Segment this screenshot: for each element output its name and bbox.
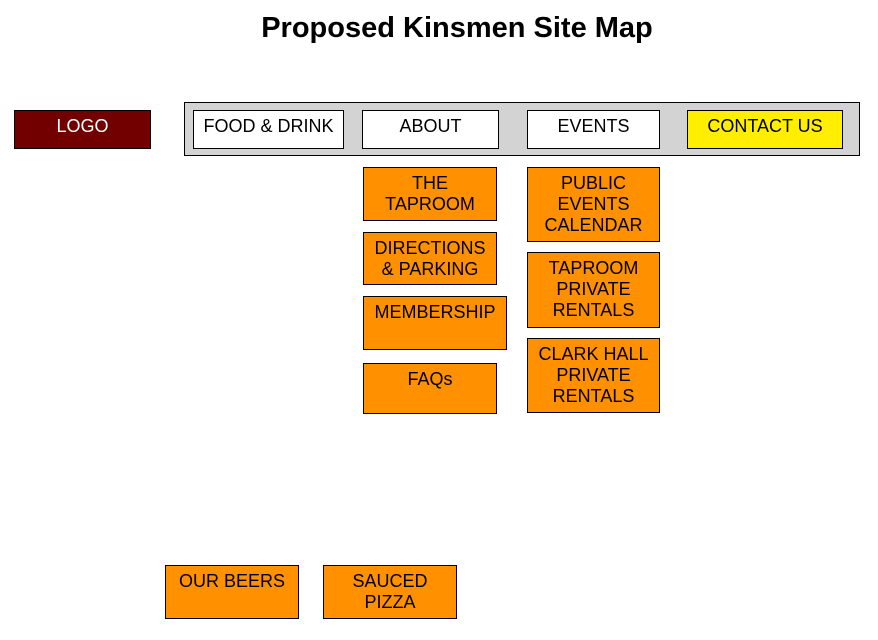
page-sauced-pizza: SAUCED PIZZA: [323, 565, 457, 619]
page-the-taproom: THE TAPROOM: [363, 167, 497, 221]
page-membership: MEMBERSHIP: [363, 296, 507, 350]
nav-contact-us: CONTACT US: [687, 110, 843, 149]
page-our-beers: OUR BEERS: [165, 565, 299, 619]
page-faqs: FAQs: [363, 363, 497, 414]
logo-box: LOGO: [14, 110, 151, 149]
page-taproom-private-rentals: TAPROOM PRIVATE RENTALS: [527, 252, 660, 328]
page-public-events-calendar: PUBLIC EVENTS CALENDAR: [527, 167, 660, 242]
nav-events: EVENTS: [527, 110, 660, 149]
nav-food-drink: FOOD & DRINK: [193, 110, 344, 149]
nav-about: ABOUT: [362, 110, 499, 149]
page-clark-hall-private-rentals: CLARK HALL PRIVATE RENTALS: [527, 338, 660, 413]
page-directions-parking: DIRECTIONS & PARKING: [363, 232, 497, 285]
diagram-title: Proposed Kinsmen Site Map: [261, 12, 653, 44]
